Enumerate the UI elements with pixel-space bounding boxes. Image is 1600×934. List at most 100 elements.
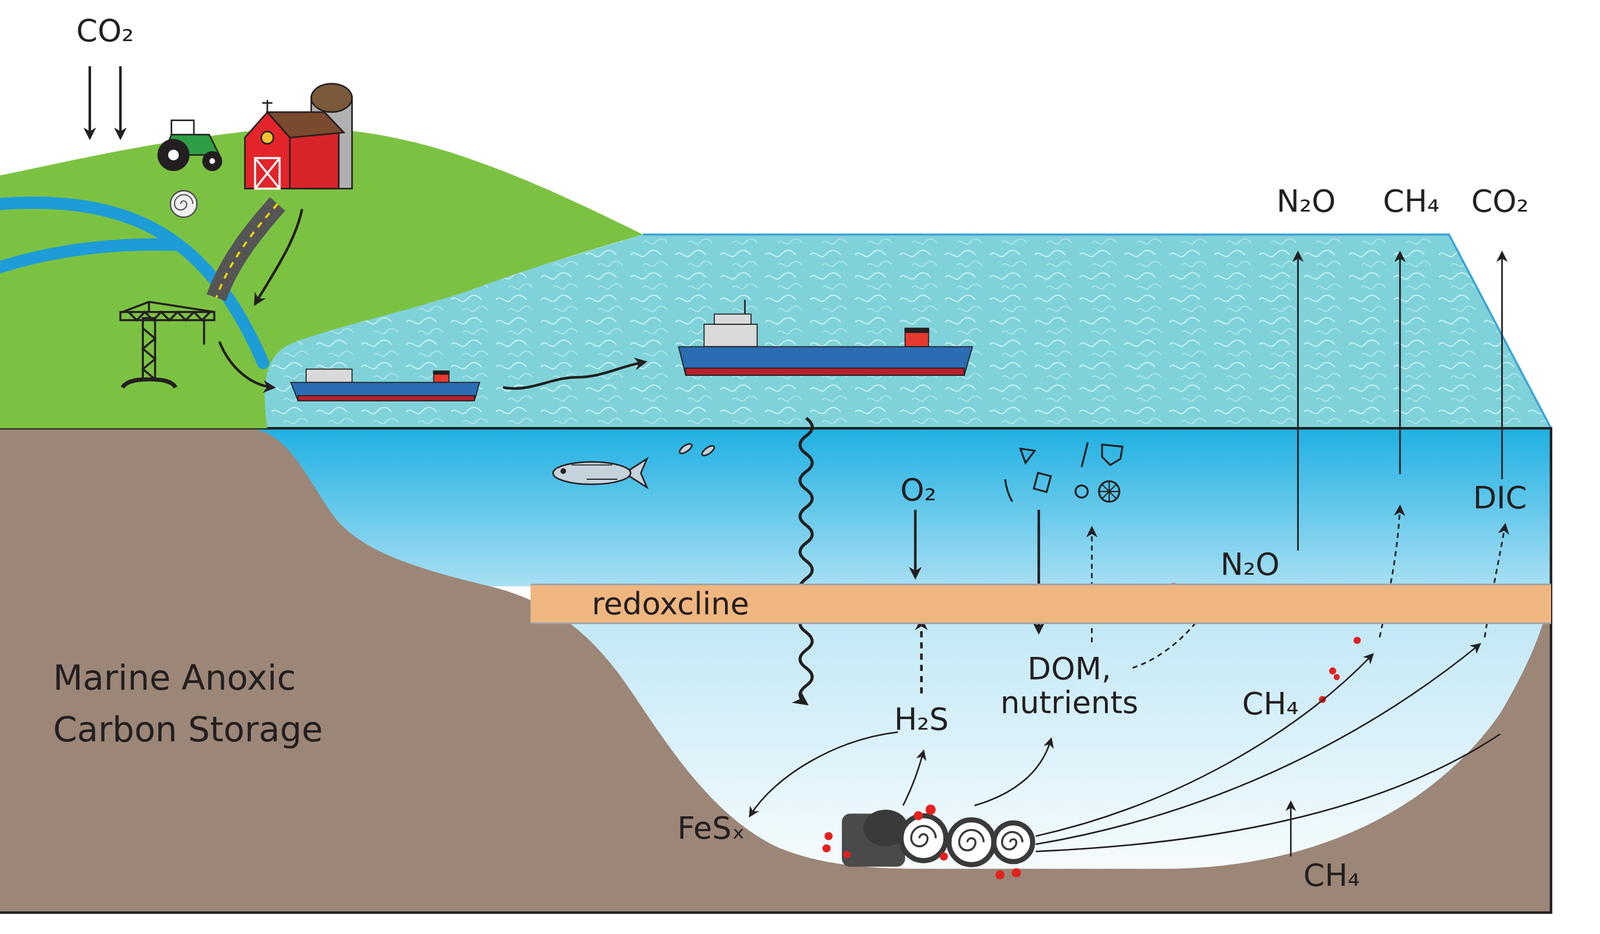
gas-bubbles-part (913, 811, 924, 822)
gas-label: CH₄ (1382, 184, 1440, 219)
gas-label: H₂S (893, 702, 949, 737)
gas-label: CO₂ (76, 13, 134, 48)
flow-arrows-part (88, 66, 92, 138)
silo-part (311, 83, 352, 113)
mineral-label: FeSₓ (677, 811, 745, 846)
plankton-part (1005, 479, 1013, 502)
fish (553, 442, 717, 488)
crane-part (122, 302, 214, 313)
gas-bubbles-part (1328, 667, 1337, 675)
barn (245, 100, 344, 189)
flow-arrows-part (800, 418, 813, 704)
fish-part (571, 465, 618, 480)
plankton-part (1033, 473, 1052, 493)
barn-part (255, 158, 280, 189)
barn-part (290, 130, 339, 189)
ship-large-part (685, 368, 964, 376)
redoxcline-band: redoxcline (530, 583, 1552, 625)
gas-label: N₂O (1220, 547, 1280, 582)
gas-bubbles-part (824, 832, 833, 841)
flow-arrows-part (974, 739, 1052, 806)
river-part (0, 244, 179, 268)
ship-small-part (433, 371, 450, 383)
ship-large-part (905, 328, 929, 347)
crane (120, 302, 215, 388)
barn-part (255, 158, 280, 189)
tractor-part (167, 148, 180, 162)
bales-part (901, 816, 947, 862)
flow-arrows-part (255, 208, 302, 304)
crane-part (128, 312, 210, 321)
plankton-part (1102, 445, 1123, 466)
flow-arrows-part (1035, 734, 1500, 852)
tractor-part (208, 157, 217, 165)
barn-part (261, 131, 274, 144)
bales-part (911, 826, 936, 847)
ship-large-part (678, 346, 973, 375)
bales-part (993, 823, 1033, 863)
tractor (158, 120, 222, 171)
block-outline-part (0, 428, 1552, 913)
crane-part (203, 320, 206, 345)
hay-bale-part (170, 190, 198, 218)
barn-part (245, 112, 290, 189)
crane-part (120, 312, 215, 321)
diagram-heading: Marine Anoxic Carbon Storage (53, 652, 390, 756)
ship-large-part (703, 324, 758, 347)
plankton-part (1075, 485, 1088, 498)
gas-bubbles-part (940, 852, 949, 862)
plankton-part (1020, 448, 1035, 464)
gas-bubbles-part (995, 870, 1005, 880)
barn-part (262, 100, 273, 113)
bales-part (1002, 832, 1023, 850)
flow-arrows-part (219, 341, 274, 388)
block-outline (0, 428, 1552, 913)
plankton-part (1098, 481, 1120, 503)
gas-bubbles-part (822, 844, 831, 853)
crane-part (122, 379, 176, 388)
gas-label: CH₄ (1242, 687, 1299, 722)
crane-part (142, 318, 155, 380)
flow-arrows-part (118, 66, 122, 138)
ship-large-part (714, 314, 752, 325)
gas-bubbles-part (1011, 868, 1022, 879)
flow-arrows-part (503, 362, 645, 389)
gas-bubbles-part (925, 805, 936, 815)
flow-arrows-part (1501, 252, 1503, 480)
gas-bubbles-part (1333, 674, 1340, 681)
flow-arrows-part (1399, 252, 1402, 474)
gas-label: CO₂ (1471, 184, 1529, 219)
sea-surface-part (642, 234, 1552, 429)
fish-part (561, 469, 565, 474)
flow-arrows-part (913, 510, 917, 578)
ship-large (678, 300, 973, 376)
ship-small-part (306, 369, 353, 383)
gas-bubbles-part (1353, 637, 1361, 645)
ship-small-part (433, 371, 450, 375)
carbon-label: DIC (1473, 481, 1528, 515)
hay-bale (170, 190, 198, 218)
fish-part (700, 444, 716, 458)
band-label: redoxcline (591, 588, 749, 620)
flow-arrows-part (920, 620, 923, 694)
flow-arrows-part (750, 732, 898, 817)
fish-part (678, 442, 694, 456)
bales (841, 810, 1033, 868)
flow-arrows-part (1290, 802, 1292, 857)
gas-label: N₂O (1276, 184, 1336, 219)
ship-small-part (290, 382, 480, 402)
bales-part (959, 830, 984, 852)
flow-arrows-part (1297, 252, 1299, 551)
seafloor (0, 428, 1552, 913)
bales-part (948, 820, 994, 865)
matter-label: DOM, nutrients (982, 652, 1157, 720)
tractor-part (203, 152, 222, 171)
gas-bubbles-part (843, 851, 851, 859)
ship-large-part (905, 328, 929, 333)
gas-label: CH₄ (1303, 858, 1360, 893)
ship-small (290, 369, 480, 402)
ship-large-part (743, 300, 746, 315)
tractor-part (158, 140, 189, 171)
